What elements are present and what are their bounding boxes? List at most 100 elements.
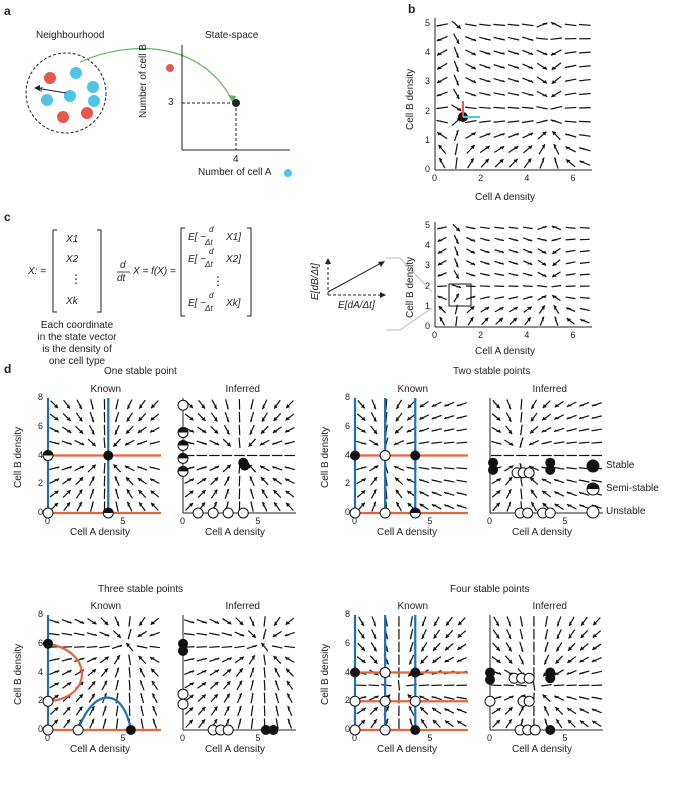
stream-arrowhead xyxy=(469,262,476,266)
stream-arrowhead xyxy=(484,38,491,41)
expect-db-label: E[dB/Δt] xyxy=(310,263,321,300)
expect-prefix: E[ − xyxy=(188,298,207,309)
stream-segment xyxy=(522,132,534,139)
stream-segment xyxy=(566,467,577,470)
stream-arrowhead xyxy=(567,719,572,724)
stream-segment xyxy=(88,476,95,486)
stream-arrowhead xyxy=(214,477,219,482)
stream-arrowhead xyxy=(567,659,573,663)
stream-arrowhead xyxy=(431,416,438,420)
stream-segment xyxy=(465,272,476,277)
stream-arrowhead xyxy=(564,80,571,82)
stream-segment xyxy=(88,425,95,435)
stream-arrowhead xyxy=(395,477,400,482)
stream-arrowhead xyxy=(214,403,217,410)
expect-da-label: E[dA/Δt] xyxy=(338,300,375,311)
stream-segment xyxy=(100,667,109,678)
stream-arrowhead xyxy=(566,467,573,469)
state-space-x-value: 4 xyxy=(233,154,239,165)
stream-arrowhead xyxy=(521,659,524,665)
y-tick-label: 2 xyxy=(425,105,431,116)
stream-segment xyxy=(395,501,403,512)
stream-arrowhead xyxy=(579,66,585,67)
stream-segment xyxy=(249,667,255,678)
stream-arrowhead xyxy=(78,669,84,673)
stream-segment xyxy=(75,693,84,703)
stream-segment xyxy=(99,656,110,664)
stream-segment xyxy=(551,76,562,85)
stream-segment xyxy=(421,616,427,627)
stream-segment xyxy=(541,478,552,484)
stream-segment xyxy=(444,707,455,714)
stream-segment xyxy=(566,428,577,432)
stream-segment xyxy=(209,657,220,662)
stream-segment xyxy=(591,428,603,432)
stream-segment xyxy=(437,236,447,243)
stream-arrowhead xyxy=(151,668,156,673)
stream-segment xyxy=(236,680,243,691)
stream-segment xyxy=(249,424,255,436)
y-tick-label: 2 xyxy=(38,478,44,489)
stream-segment xyxy=(74,632,85,636)
stream-arrowhead xyxy=(456,38,460,44)
stream-segment xyxy=(87,464,97,473)
panel-c-zoom-box xyxy=(448,283,472,307)
stream-segment xyxy=(406,427,417,433)
y-tick-label: 5 xyxy=(425,220,431,231)
stream-arrowhead xyxy=(91,621,97,625)
stream-arrowhead xyxy=(124,465,131,469)
stream-segment xyxy=(578,428,590,432)
stream-arrowhead xyxy=(431,467,438,469)
stream-segment xyxy=(436,35,448,42)
stream-segment xyxy=(184,694,194,702)
stream-segment xyxy=(480,237,490,242)
stream-arrowhead xyxy=(188,634,195,635)
stream-arrowhead xyxy=(91,476,95,482)
stream-arrowhead xyxy=(360,466,367,469)
stream-arrowhead xyxy=(495,490,501,495)
stream-arrowhead xyxy=(541,274,547,277)
stream-segment xyxy=(356,489,366,498)
stream-arrowhead xyxy=(115,416,118,423)
x-tick-label: 0 xyxy=(432,330,438,340)
stream-arrowhead xyxy=(409,706,412,712)
stream-segment xyxy=(521,106,534,110)
stream-arrowhead xyxy=(66,621,72,624)
stream-arrowhead xyxy=(150,657,156,660)
stream-arrowhead xyxy=(140,680,143,686)
stream-segment xyxy=(357,629,365,639)
stream-segment xyxy=(507,92,520,96)
stream-segment xyxy=(431,414,442,420)
stream-segment xyxy=(114,411,120,423)
stream-arrowhead xyxy=(138,416,143,421)
stream-arrowhead xyxy=(272,645,278,648)
stream-segment xyxy=(394,477,404,486)
panel-d-streams xyxy=(356,399,468,512)
stream-segment xyxy=(507,106,520,109)
stream-segment xyxy=(273,501,281,512)
stream-segment xyxy=(101,680,108,691)
stream-arrowhead xyxy=(444,696,450,699)
stream-arrowhead xyxy=(385,429,387,436)
stream-segment xyxy=(115,680,119,691)
stream-segment xyxy=(196,618,207,624)
stream-segment xyxy=(140,705,144,717)
unstable-point xyxy=(379,667,391,678)
stream-arrowhead xyxy=(410,633,412,640)
stream-segment xyxy=(419,503,429,511)
stream-arrowhead xyxy=(527,158,532,164)
stream-arrowhead xyxy=(406,442,413,444)
inferred-subtitle: Inferred xyxy=(532,601,567,612)
stream-segment xyxy=(263,679,266,691)
expect-prefix: E[ − xyxy=(188,232,207,243)
y-tick-label: 8 xyxy=(38,392,44,402)
stream-arrowhead xyxy=(564,94,571,95)
stream-segment xyxy=(152,705,158,716)
stream-segment xyxy=(444,656,455,663)
unstable-point xyxy=(72,724,84,736)
stream-segment xyxy=(456,643,467,651)
unstable-point xyxy=(522,507,534,519)
stream-arrowhead xyxy=(541,239,547,241)
stream-segment xyxy=(75,706,83,716)
panel-c-y-label: Cell B density xyxy=(405,256,416,318)
